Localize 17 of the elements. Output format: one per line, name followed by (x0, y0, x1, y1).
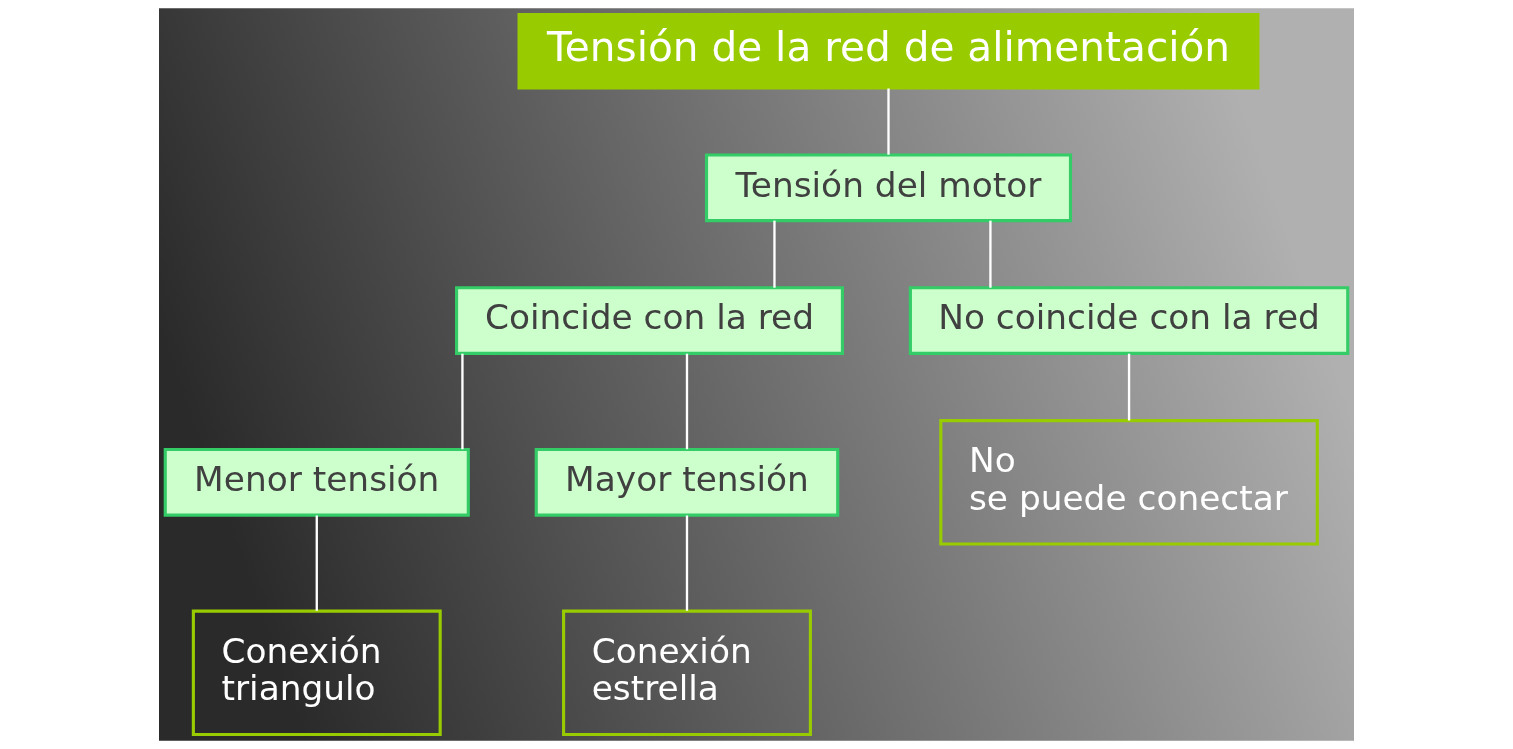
node-box: Mayor tensión (534, 447, 840, 517)
node-box: Tensión del motor (704, 153, 1073, 223)
node-box: No coincide con la red (908, 286, 1350, 355)
node-box: Menor tensión (163, 447, 470, 517)
connector (315, 515, 318, 611)
node-box: Conexión triangulo (191, 609, 442, 737)
connector (989, 220, 992, 288)
connector (685, 353, 689, 450)
connector (887, 88, 890, 155)
connector (1127, 353, 1131, 421)
connector (685, 515, 689, 611)
node-box: Conexión estrella (562, 609, 812, 737)
connector (461, 353, 464, 450)
node-box: No se puede conectar (939, 419, 1319, 546)
connector (773, 220, 776, 288)
node-box: Coincide con la red (455, 286, 844, 355)
node-box: Tensión de la red de alimentación (517, 12, 1260, 90)
